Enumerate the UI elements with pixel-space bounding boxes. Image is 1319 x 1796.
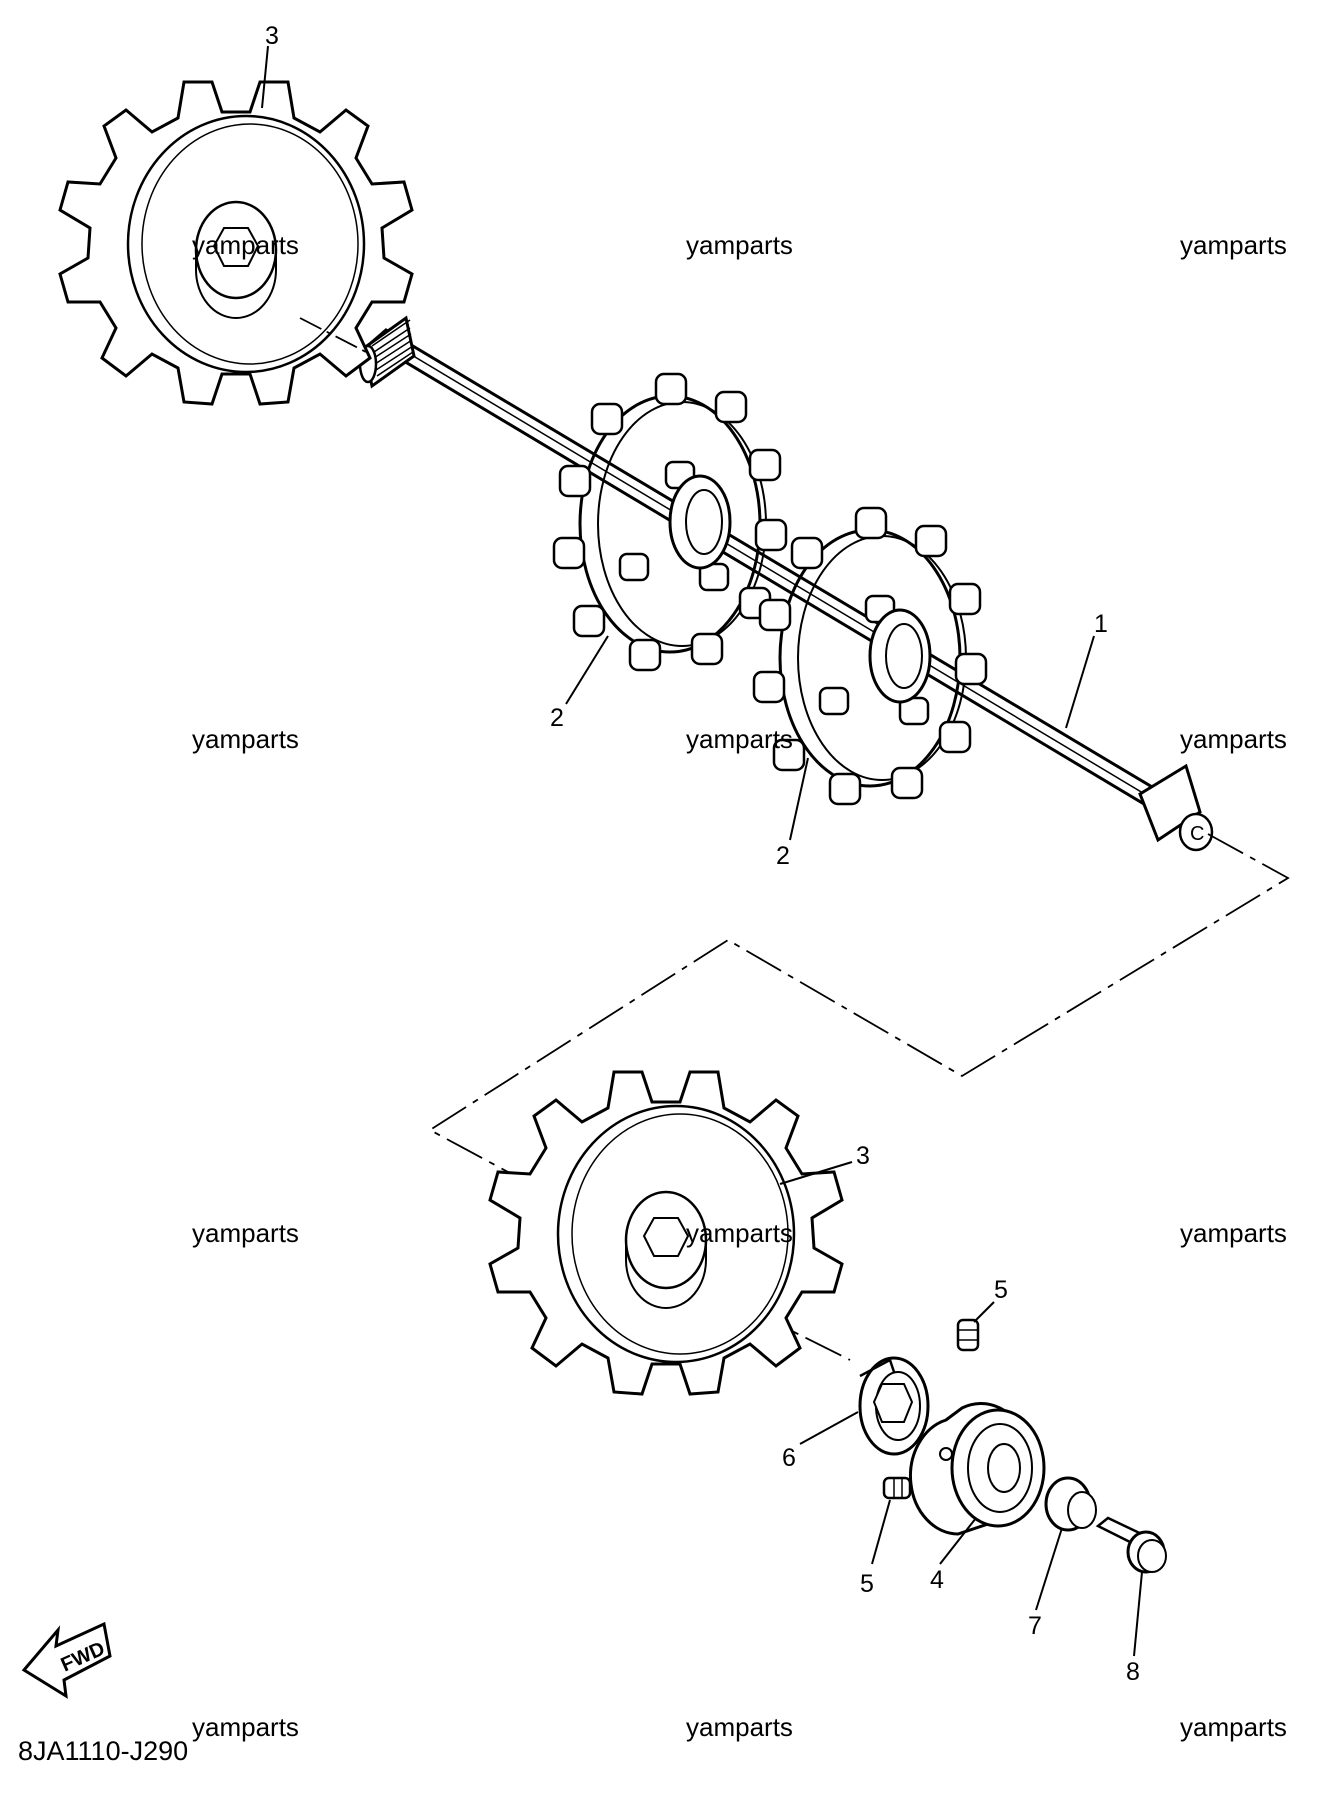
watermark: yamparts [686,230,793,260]
middle-sprocket-wheel-1 [552,372,788,672]
watermark: yamparts [1180,1712,1287,1742]
watermark: yamparts [1180,724,1287,754]
bearing-housing [858,1356,930,1456]
set-screw-bottom [882,1476,912,1500]
drive-shaft: C [358,315,1214,852]
callout-3-top: 3 [265,22,279,50]
callout-7: 7 [1028,1612,1042,1640]
drawing-code: 8JA1110-J290 [18,1736,189,1766]
collar [1044,1476,1097,1532]
watermark: yamparts [1180,230,1287,260]
callout-4: 4 [930,1566,944,1594]
watermark: yamparts [192,230,299,260]
callout-5-top: 5 [994,1276,1008,1304]
callout-6: 6 [782,1444,796,1472]
callout-2-left: 2 [550,704,564,732]
middle-sprocket-wheel-2 [752,506,988,806]
set-screw-top [956,1318,980,1352]
watermark: yamparts [686,1218,793,1248]
watermark: yamparts [192,724,299,754]
watermark: yamparts [686,1712,793,1742]
callout-2-right: 2 [776,842,790,870]
bearing [909,1402,1046,1536]
watermark: yamparts [686,724,793,754]
watermark: yamparts [192,1218,299,1248]
bolt [1095,1516,1167,1574]
callout-8: 8 [1126,1658,1140,1686]
watermark: yamparts [1180,1218,1287,1248]
shaft-end-mark: C [1190,823,1204,845]
callout-5-bottom: 5 [860,1570,874,1598]
fwd-arrow-icon: FWD [21,1621,112,1699]
callout-1: 1 [1094,610,1108,638]
callout-3-bottom: 3 [856,1142,870,1170]
watermark: yamparts [192,1712,299,1742]
callout-leaders [261,45,1143,1657]
